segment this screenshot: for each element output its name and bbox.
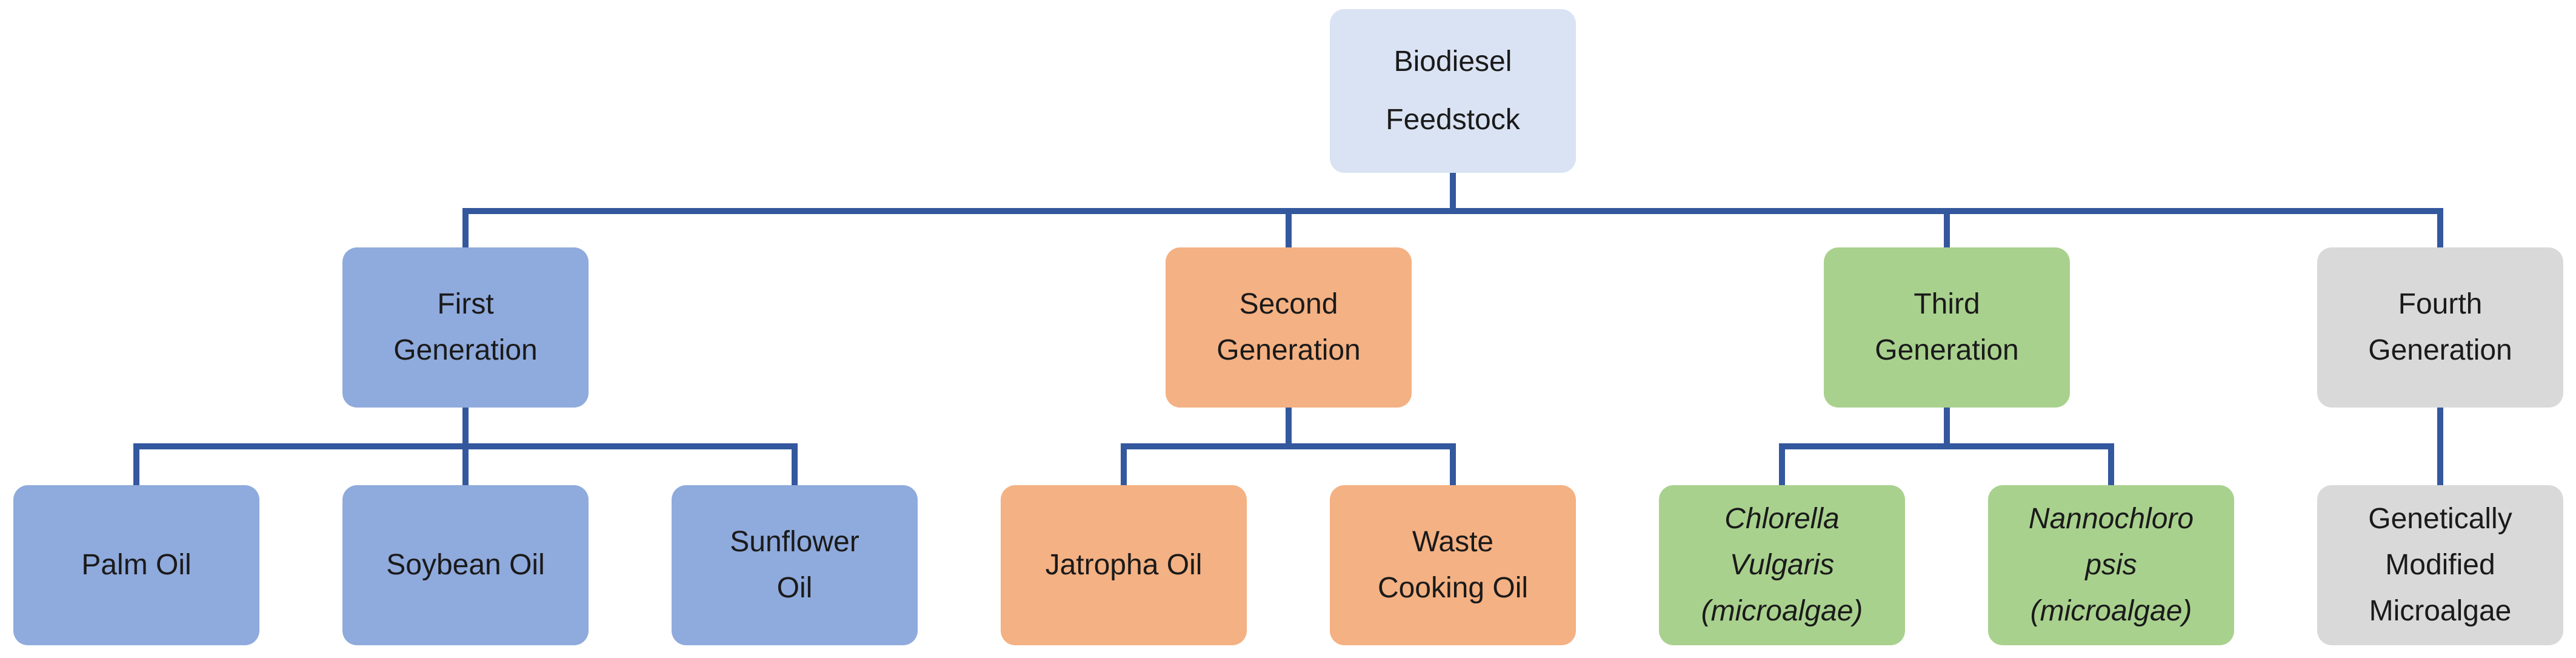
connector-drop-second-generation xyxy=(1286,214,1292,247)
node-chlorella-vulgaris: Chlorella Vulgaris (microalgae) xyxy=(1659,485,1905,645)
connector-second-gen-stem xyxy=(1286,408,1292,449)
connector-fourth-gen-stem xyxy=(2437,408,2443,485)
connector-main-bar xyxy=(462,208,2443,214)
connector-drop-sunflower-oil xyxy=(792,449,798,485)
node-palm-oil: Palm Oil xyxy=(13,485,259,645)
connector-drop-third-generation xyxy=(1944,214,1950,247)
node-second-generation: Second Generation xyxy=(1166,247,1412,408)
node-third-generation: Third Generation xyxy=(1824,247,2070,408)
connector-drop-jatropha-oil xyxy=(1121,449,1127,485)
node-soybean-oil: Soybean Oil xyxy=(342,485,589,645)
node-first-generation: First Generation xyxy=(342,247,589,408)
node-genetically-modified-microalgae: Genetically Modified Microalgae xyxy=(2317,485,2563,645)
node-biodiesel-feedstock: Biodiesel Feedstock xyxy=(1330,9,1576,173)
connector-drop-nannochloropsis xyxy=(2108,449,2114,485)
connector-drop-palm-oil xyxy=(133,449,139,485)
connector-drop-first-generation xyxy=(462,214,469,247)
connector-drop-chlorella xyxy=(1779,449,1785,485)
node-nannochloropsis: Nannochloro psis (microalgae) xyxy=(1988,485,2234,645)
connector-drop-fourth-generation xyxy=(2437,214,2443,247)
connector-first-gen-bar xyxy=(133,443,798,449)
connector-drop-waste-cooking-oil xyxy=(1450,449,1456,485)
connector-third-gen-stem xyxy=(1944,408,1950,449)
node-sunflower-oil: Sunflower Oil xyxy=(672,485,918,645)
connector-third-gen-bar xyxy=(1779,443,2114,449)
node-fourth-generation: Fourth Generation xyxy=(2317,247,2563,408)
connector-second-gen-bar xyxy=(1121,443,1456,449)
connector-root-stem xyxy=(1450,173,1456,208)
node-waste-cooking-oil: Waste Cooking Oil xyxy=(1330,485,1576,645)
node-jatropha-oil: Jatropha Oil xyxy=(1001,485,1247,645)
